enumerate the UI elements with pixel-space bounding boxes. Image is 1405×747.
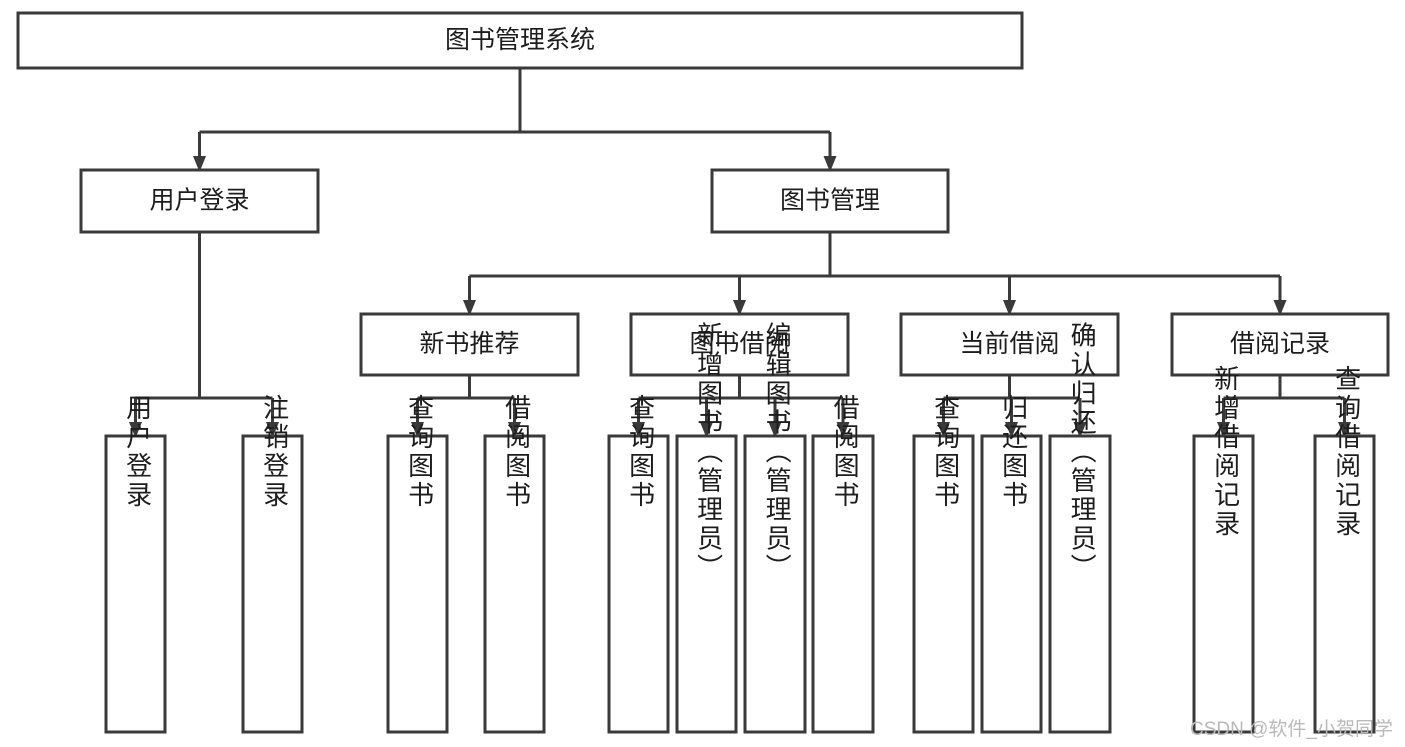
node-label: 借阅记录 [1230,330,1330,358]
arrow-head-icon [1273,300,1287,316]
arrow-head-icon [1217,422,1230,438]
node-box [1048,434,1112,734]
node-leaf-query-book-1[interactable]: 查询图书 [386,394,449,734]
node-leaf-borrow-book-2[interactable]: 借阅图书 [811,394,875,734]
node-box [1192,434,1255,734]
node-box [629,312,850,377]
node-leaf-borrow-book-1[interactable]: 借阅图书 [483,394,546,734]
arrow-head-icon [129,422,142,438]
node-box [1170,312,1390,377]
arrow-head-icon [1338,422,1351,438]
connector-book-borrow [637,375,845,422]
arrow-head-icon [733,300,746,316]
node-leaf-return-book[interactable]: 归还图书 [980,394,1043,734]
arrow-head-icon [700,422,713,438]
node-box [675,434,738,734]
node-label: 用户登录 [123,394,153,510]
node-root[interactable]: 图书管理系统 [16,11,1024,70]
node-box [607,434,670,734]
connector-new-book-recommend [416,375,516,422]
node-label: 查询图书 [405,394,435,510]
connector-current-borrow [942,375,1082,422]
arrow-head-icon [1003,300,1016,316]
node-label: 图书管理 [780,187,880,215]
node-book-borrow[interactable]: 图书借阅 [629,312,850,377]
node-box [912,434,975,734]
node-label: 确认归还（管理员） [1067,321,1097,582]
node-borrow-record[interactable]: 借阅记录 [1170,312,1390,377]
node-label: 归还图书 [999,394,1029,510]
node-leaf-query-book-2[interactable]: 查询图书 [607,394,670,734]
node-label: 图书管理系统 [445,26,595,54]
node-label: 借阅图书 [502,394,532,510]
node-box [79,168,320,234]
node-box [16,11,1024,70]
node-box [1313,434,1376,734]
node-label: 新增图书（管理员） [694,321,724,582]
node-leaf-add-record[interactable]: 新增借阅记录 [1192,365,1255,734]
node-box [386,434,449,734]
node-new-book-recommend[interactable]: 新书推荐 [359,312,580,377]
connector-book-manage [468,232,1282,300]
arrow-head-icon [463,300,476,316]
arrow-head-icon [836,422,850,438]
arrow-head-icon [937,422,950,438]
arrow-head-icon [1073,422,1087,438]
node-book-manage[interactable]: 图书管理 [710,168,950,234]
node-leaf-confirm-return[interactable]: 确认归还（管理员） [1048,321,1112,734]
node-leaf-edit-book[interactable]: 编辑图书（管理员） [743,321,807,734]
node-label: 当前借阅 [959,330,1059,358]
arrow-head-icon [1005,422,1018,438]
node-label: 编辑图书（管理员） [762,321,792,582]
node-label: 新增借阅记录 [1211,365,1241,539]
connector-borrow-record [1222,375,1346,422]
node-box [811,434,875,734]
node-leaf-logout[interactable]: 注销登录 [241,394,304,734]
node-user-login[interactable]: 用户登录 [79,168,320,234]
node-box [899,312,1120,377]
arrow-head-icon [823,156,837,172]
arrow-head-icon [632,422,645,438]
node-box [104,434,167,734]
connector-layer [129,68,1351,438]
arrow-head-icon [193,156,206,172]
node-label: 查询图书 [931,394,961,510]
node-label: 查询借阅记录 [1332,365,1362,539]
node-box [710,168,950,234]
node-label: 查询图书 [626,394,656,510]
node-current-borrow[interactable]: 当前借阅 [899,312,1120,377]
connector-user-login [134,232,274,422]
node-label: 借阅图书 [830,394,860,510]
node-label: 新书推荐 [419,330,519,358]
connector-root [198,68,832,156]
node-leaf-query-book-3[interactable]: 查询图书 [912,394,975,734]
node-box [483,434,546,734]
node-leaf-user-login[interactable]: 用户登录 [104,394,167,734]
node-box [359,312,580,377]
node-leaf-add-book[interactable]: 新增图书（管理员） [675,321,738,734]
arrow-head-icon [508,422,521,438]
arrow-head-icon [266,422,279,438]
node-leaf-query-record[interactable]: 查询借阅记录 [1313,365,1376,734]
node-box [980,434,1043,734]
node-box [241,434,304,734]
node-box [743,434,807,734]
arrow-head-icon [411,422,424,438]
node-label: 注销登录 [260,394,290,510]
arrow-head-icon [768,422,782,438]
node-label: 用户登录 [149,187,249,215]
node-label: 图书借阅 [689,330,789,358]
node-layer: 图书管理系统用户登录图书管理新书推荐图书借阅当前借阅借阅记录用户登录注销登录查询… [16,11,1390,734]
